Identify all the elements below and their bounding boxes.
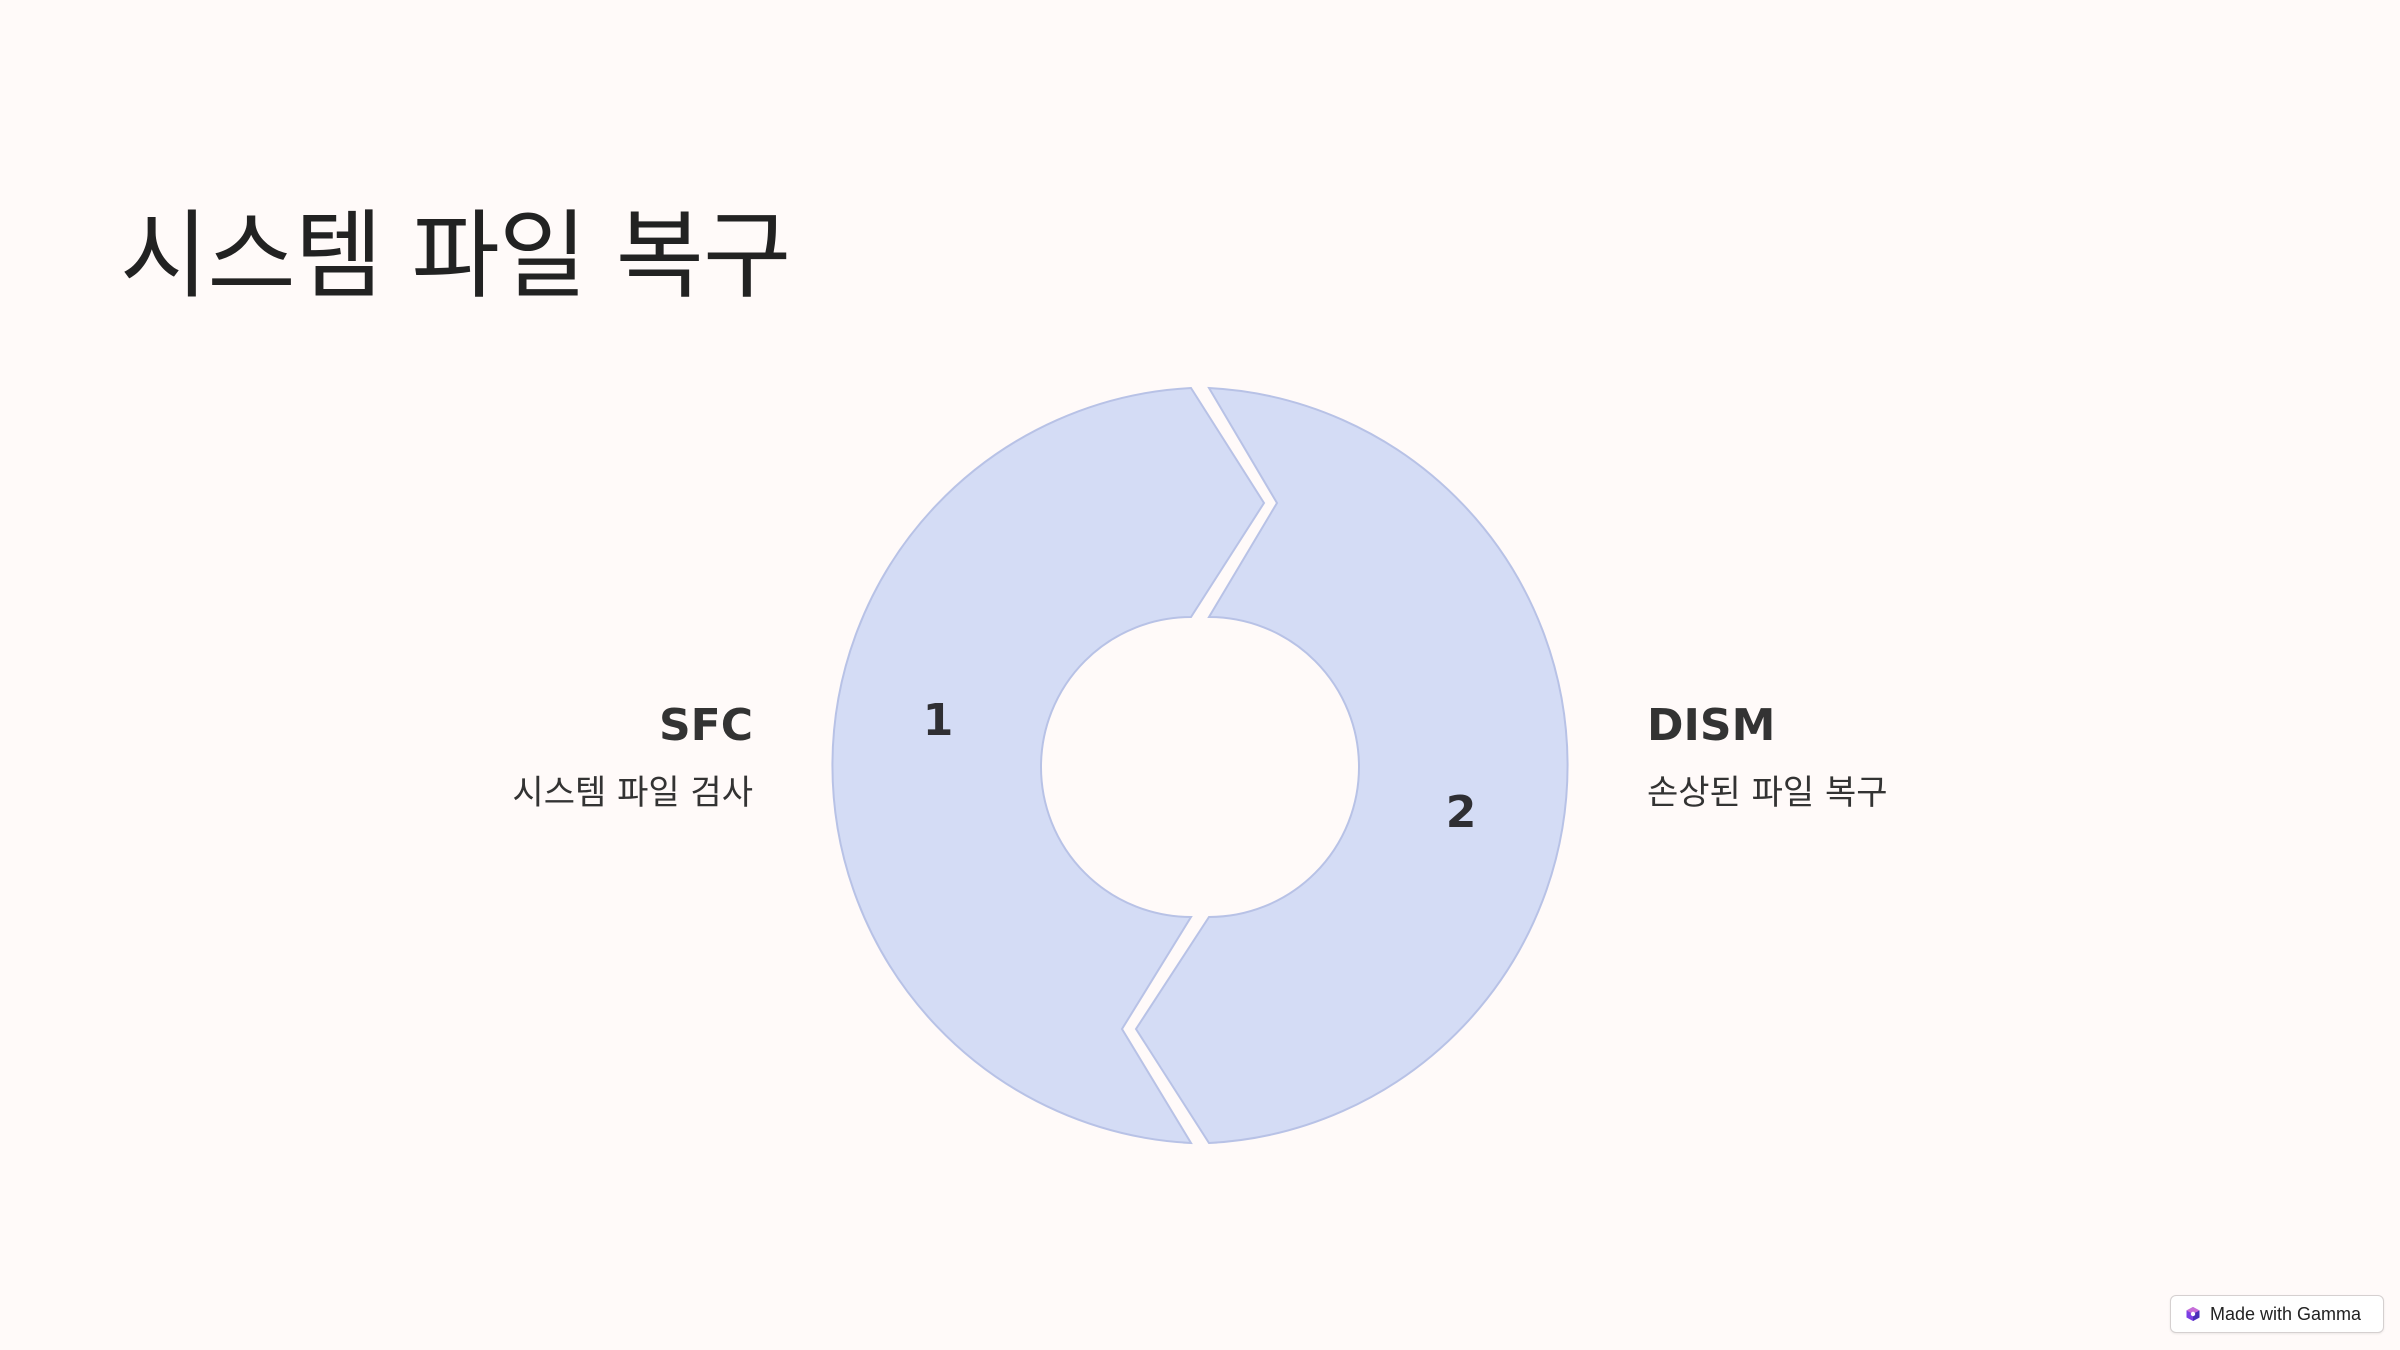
badge-label: Made with Gamma [2210,1303,2362,1324]
segment-2-number: 2 [1446,787,1477,838]
page-title: 시스템 파일 복구 [120,200,791,312]
segment-1-description: 시스템 파일 검사 [512,773,753,813]
cycle-segment-1 [831,386,1266,1145]
segment-1-label: SFC 시스템 파일 검사 [512,696,753,818]
segment-2-label: DISM 손상된 파일 복구 [1647,696,1888,818]
made-with-gamma-badge[interactable]: Made with Gamma [2170,1295,2384,1333]
segment-2-description: 손상된 파일 복구 [1647,773,1888,813]
segment-1-number: 1 [923,695,954,746]
gamma-logo-icon [2186,1307,2200,1321]
segment-2-title: DISM [1647,700,1776,751]
segment-1-title: SFC [658,700,753,751]
cycle-segment-2 [1134,386,1569,1145]
